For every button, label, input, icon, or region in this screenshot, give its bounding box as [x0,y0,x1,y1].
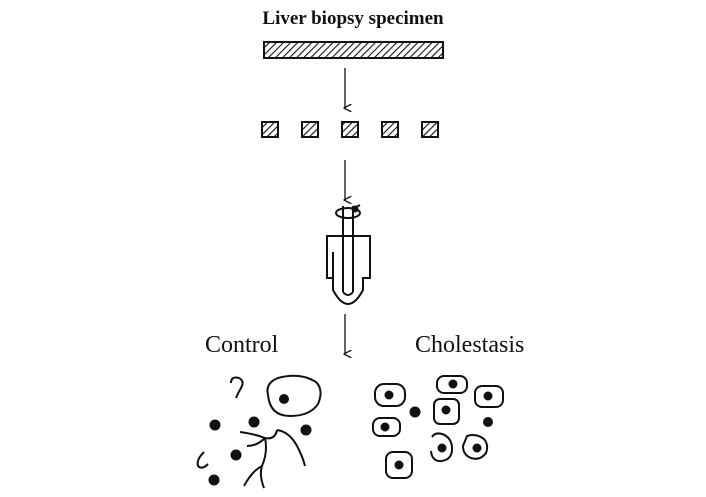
chol-cell [430,432,454,463]
specimen-piece [341,121,359,138]
control-label: Control [205,332,279,358]
control-curl [230,376,244,399]
diagram-title: Liver biopsy specimen [262,8,444,29]
homogenizer-tube-icon [326,204,371,305]
control-hook [196,451,209,469]
control-large-cell [266,374,322,418]
specimen-piece [421,121,439,138]
specimen-piece [301,121,319,138]
specimen-piece [261,121,279,138]
chol-cell [374,383,406,407]
chol-cell [433,398,460,425]
chol-cell [461,434,489,460]
specimen-pieces [261,121,439,138]
chol-cell [385,451,413,479]
cholestasis-cells [372,375,504,479]
chol-cell [474,385,504,408]
specimen-piece [381,121,399,138]
chol-cell [436,375,468,394]
cholestasis-label: Cholestasis [415,332,525,358]
biopsy-specimen-bar [263,41,444,59]
chol-cell [372,417,401,437]
control-fibers [239,429,306,489]
control-cells [196,374,322,489]
